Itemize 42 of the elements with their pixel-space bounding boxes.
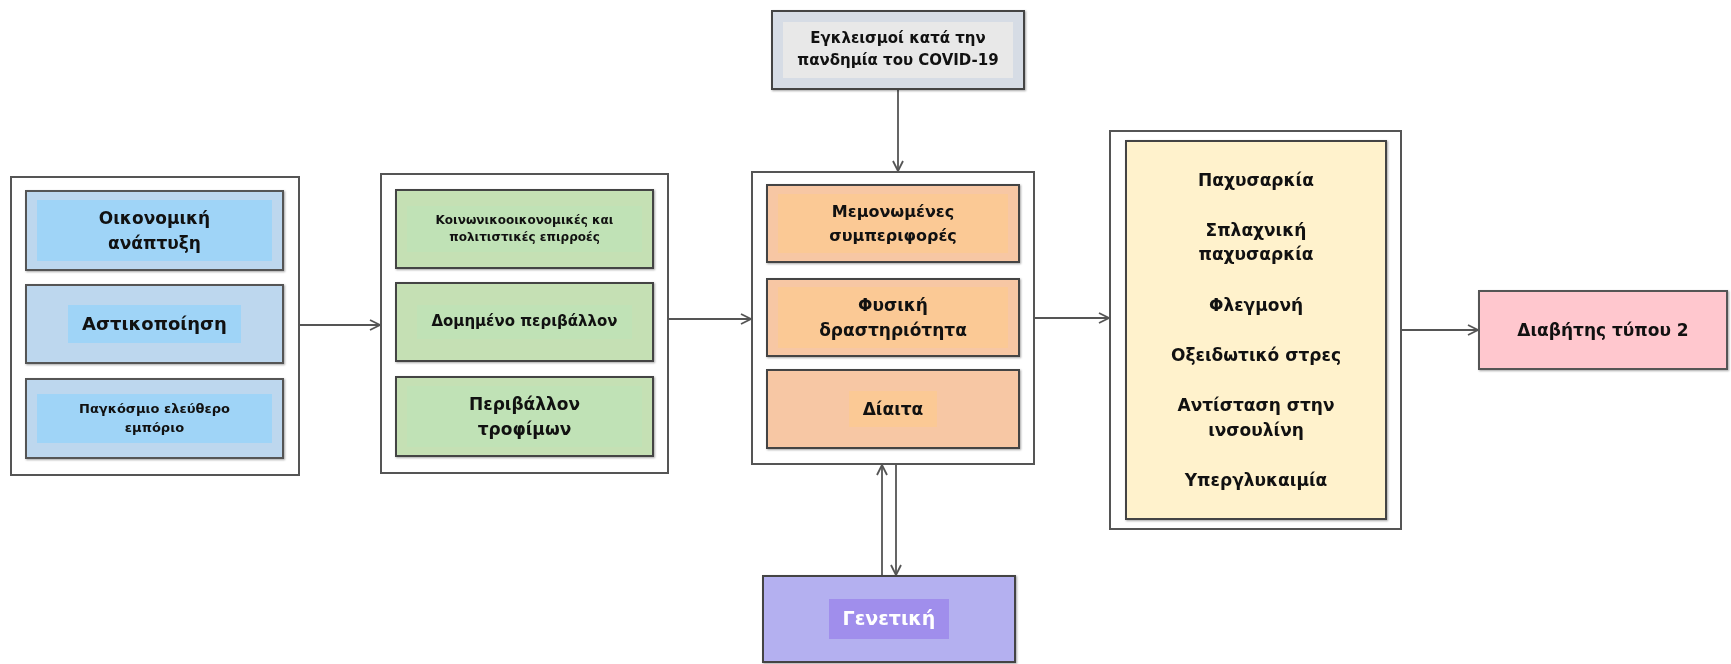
group-box bbox=[380, 173, 669, 474]
node-label: Διαβήτης τύπου 2 bbox=[1516, 319, 1690, 342]
factor-box bbox=[766, 278, 1020, 357]
node-label: Περιβάλλον τροφίμων bbox=[407, 385, 642, 448]
group-box bbox=[10, 176, 300, 476]
node-label: Φλεγμονή bbox=[1207, 293, 1305, 317]
arrow bbox=[668, 313, 752, 325]
node-label: Σπλαχνική παχυσαρκία bbox=[1197, 218, 1315, 267]
arrow bbox=[890, 464, 902, 576]
node-label: Φυσική δραστηριότητα bbox=[778, 286, 1008, 349]
node-label: Οξειδωτικό στρες bbox=[1170, 343, 1342, 367]
outcome-panel bbox=[1125, 140, 1387, 520]
group-box bbox=[751, 171, 1035, 465]
node-label: Μεμονωμένες συμπεριφορές bbox=[778, 194, 1008, 253]
factor-box bbox=[25, 284, 284, 364]
node-label: Γενετική bbox=[828, 599, 950, 639]
factor-box bbox=[25, 378, 284, 459]
group-box bbox=[1109, 130, 1402, 530]
node-label: Δομημένο περιβάλλον bbox=[417, 305, 632, 339]
arrow bbox=[299, 319, 381, 331]
node-label: Παγκόσμιο ελεύθερο εμπόριο bbox=[37, 393, 272, 444]
node-label: Κοινωνικοοικονομικές και πολιτιστικές επιρροές bbox=[407, 205, 642, 253]
factor-box bbox=[1478, 290, 1728, 370]
arrow bbox=[892, 89, 904, 172]
node-label: Οικονομική ανάπτυξη bbox=[37, 199, 272, 262]
factor-box bbox=[25, 190, 284, 271]
factor-box bbox=[762, 575, 1016, 663]
factor-box bbox=[766, 369, 1020, 449]
node-label: Παχυσαρκία bbox=[1197, 168, 1315, 192]
node-label: Υπεργλυκαιμία bbox=[1183, 468, 1329, 492]
arrow bbox=[1401, 324, 1479, 336]
factor-box bbox=[395, 189, 654, 269]
node-label: Εγκλεισμοί κατά την πανδημία του COVID-19 bbox=[783, 22, 1013, 78]
factor-box bbox=[395, 282, 654, 362]
arrow bbox=[876, 464, 888, 576]
factor-box bbox=[766, 184, 1020, 263]
arrow bbox=[1034, 312, 1110, 324]
node-label: Δίαιτα bbox=[848, 390, 938, 428]
factor-box bbox=[771, 10, 1025, 90]
node-label: Αστικοποίηση bbox=[68, 304, 241, 344]
factor-box bbox=[395, 376, 654, 457]
node-label: Αντίσταση στην ινσουλίνη bbox=[1176, 393, 1336, 442]
